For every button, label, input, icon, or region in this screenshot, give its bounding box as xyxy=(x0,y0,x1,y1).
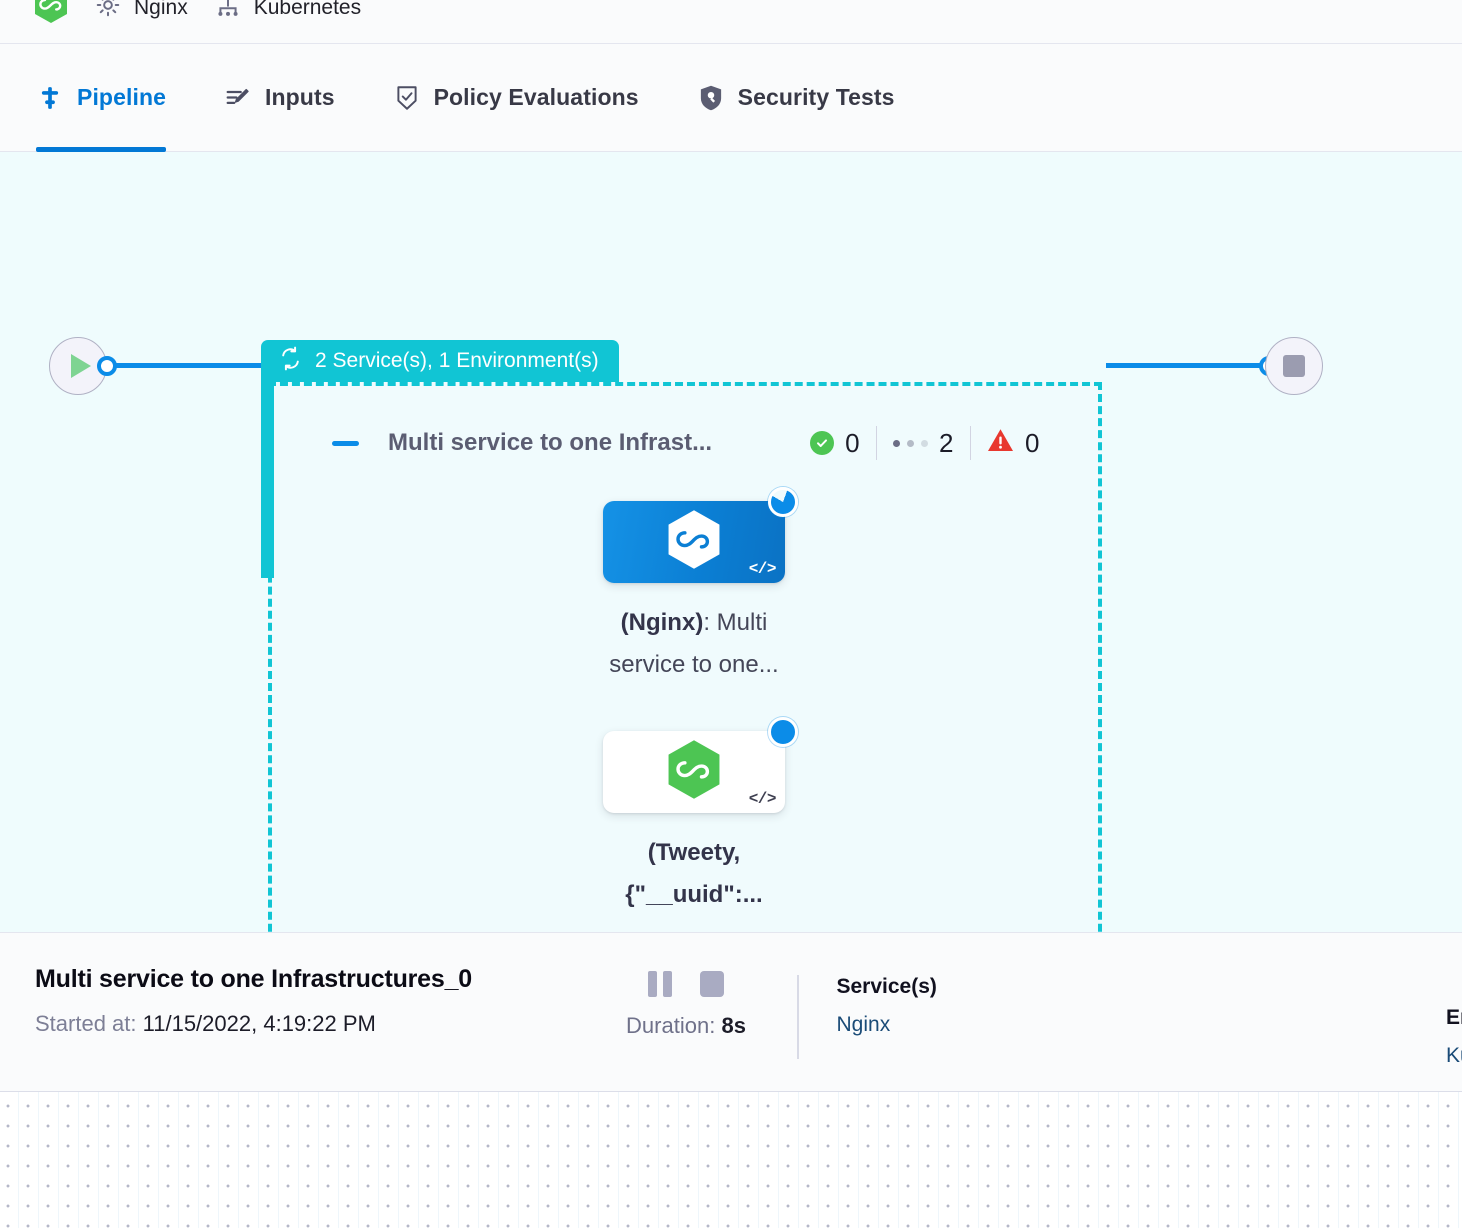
stage-detail-left: Multi service to one Infrastructures_0 S… xyxy=(0,933,575,1037)
warning-triangle-icon xyxy=(987,428,1014,458)
tab-security-tests[interactable]: Security Tests xyxy=(697,44,919,152)
status-running-count: 2 xyxy=(939,427,954,458)
status-error-count: 0 xyxy=(1025,427,1040,458)
step-label-tweety-prefix: (Tweety, xyxy=(647,839,741,866)
harness-hexagon-logo-white xyxy=(666,509,722,576)
tab-policy-evaluations[interactable]: Policy Evaluations xyxy=(393,44,663,152)
breadcrumb-item-nginx[interactable]: Nginx xyxy=(94,0,188,38)
matrix-loop-icon xyxy=(278,346,303,376)
stage-group-title-row: Multi service to one Infrast... 0 2 xyxy=(332,426,1058,460)
step-card-nginx[interactable]: </> xyxy=(603,487,798,583)
breadcrumb-label-nginx: Nginx xyxy=(134,0,188,19)
duration-value: 8s xyxy=(721,1013,746,1038)
status-success-count: 0 xyxy=(845,427,860,458)
pipeline-icon xyxy=(36,84,64,112)
stage-group-header-label: 2 Service(s), 1 Environment(s) xyxy=(315,349,599,372)
environments-heading: Envi xyxy=(1446,1006,1462,1029)
harness-hexagon-logo-green xyxy=(666,739,722,806)
services-column: Service(s) Nginx xyxy=(799,933,937,1037)
stage-detail-started: Started at: 11/15/2022, 4:19:22 PM xyxy=(35,1011,575,1037)
minus-collapse-icon[interactable] xyxy=(332,440,359,446)
pipeline-step-node[interactable]: </> (Nginx): Multi service to one... xyxy=(603,487,798,686)
tab-label-security-tests: Security Tests xyxy=(737,84,895,110)
stage-status-counts: 0 2 0 xyxy=(794,426,1055,460)
step-label-tweety-line2: {"__uuid":... xyxy=(625,881,763,908)
environments-column: Envi Kube xyxy=(1408,932,1462,1068)
wire-group-to-end xyxy=(1106,363,1266,368)
status-running: 2 xyxy=(877,428,969,459)
tab-label-pipeline: Pipeline xyxy=(77,84,166,110)
step-card-tweety[interactable]: </> xyxy=(603,717,798,813)
environments-value-link[interactable]: Kube xyxy=(1446,1044,1462,1067)
status-divider xyxy=(969,426,972,460)
inputs-pencil-icon xyxy=(224,84,252,112)
duration-row: Duration: 8s xyxy=(575,1013,797,1039)
stop-icon xyxy=(1283,355,1305,377)
breadcrumb-item-kubernetes[interactable]: Kubernetes xyxy=(214,0,361,38)
pipeline-step-node[interactable]: </> (Tweety, {"__uuid":... xyxy=(603,717,798,916)
tab-label-inputs: Inputs xyxy=(265,84,335,110)
pause-icon[interactable] xyxy=(648,971,672,997)
duration-label: Duration: xyxy=(626,1013,716,1038)
started-at-label: Started at: xyxy=(35,1011,137,1036)
step-label-nginx-suffix: : Multi xyxy=(703,609,768,636)
tab-bar: Pipeline Inputs Policy Evaluations xyxy=(0,44,1462,152)
start-node-port[interactable] xyxy=(97,356,117,376)
check-circle-icon xyxy=(810,431,835,455)
code-brackets-icon: </> xyxy=(748,790,777,808)
tab-label-policy-evaluations: Policy Evaluations xyxy=(433,84,639,110)
stage-detail-title: Multi service to one Infrastructures_0 xyxy=(35,965,472,993)
stage-group-header[interactable]: 2 Service(s), 1 Environment(s) xyxy=(261,340,619,382)
breadcrumb: Nginx Kubernetes xyxy=(0,0,1462,44)
tab-pipeline[interactable]: Pipeline xyxy=(36,44,190,152)
stage-group-box[interactable]: Multi service to one Infrast... 0 2 xyxy=(268,382,1102,932)
security-shield-icon xyxy=(697,84,725,112)
started-at-value: 11/15/2022, 4:19:22 PM xyxy=(142,1011,376,1036)
infrastructure-icon xyxy=(214,0,242,24)
running-solid-badge xyxy=(768,717,798,747)
stage-group-spine xyxy=(261,378,274,578)
gear-icon xyxy=(94,0,122,24)
detail-divider xyxy=(797,975,799,1059)
stage-group-title: Multi service to one Infrast... xyxy=(388,429,713,456)
stage-detail-controls: Duration: 8s xyxy=(575,933,797,1039)
running-spinner-badge xyxy=(768,487,798,517)
play-icon xyxy=(71,354,91,378)
status-divider xyxy=(875,426,878,460)
step-label-nginx: (Nginx): Multi service to one... xyxy=(603,602,785,686)
policy-shield-check-icon xyxy=(393,84,421,112)
tab-inputs[interactable]: Inputs xyxy=(224,44,359,152)
pipeline-graph-canvas[interactable]: 2 Service(s), 1 Environment(s) Multi ser… xyxy=(0,152,1462,932)
services-heading: Service(s) xyxy=(836,975,937,998)
pipeline-end-node[interactable] xyxy=(1265,337,1323,395)
code-brackets-icon: </> xyxy=(748,560,777,578)
stop-icon[interactable] xyxy=(700,971,724,997)
breadcrumb-label-kubernetes: Kubernetes xyxy=(253,0,362,19)
status-error: 0 xyxy=(971,428,1055,459)
step-label-nginx-prefix: (Nginx) xyxy=(620,609,704,636)
secondary-graph-canvas[interactable] xyxy=(0,1092,1462,1228)
three-dots-icon xyxy=(893,439,929,447)
services-value-link[interactable]: Nginx xyxy=(836,1013,891,1036)
wire-start-to-group xyxy=(115,363,267,368)
breadcrumb-item-service-logo[interactable] xyxy=(34,0,68,43)
status-success: 0 xyxy=(794,428,875,459)
stage-detail-panel: Multi service to one Infrastructures_0 S… xyxy=(0,932,1462,1092)
step-label-nginx-line2: service to one... xyxy=(609,651,779,678)
execution-controls xyxy=(575,971,797,997)
step-label-tweety: (Tweety, {"__uuid":... xyxy=(603,832,785,916)
harness-hexagon-logo xyxy=(34,0,68,29)
